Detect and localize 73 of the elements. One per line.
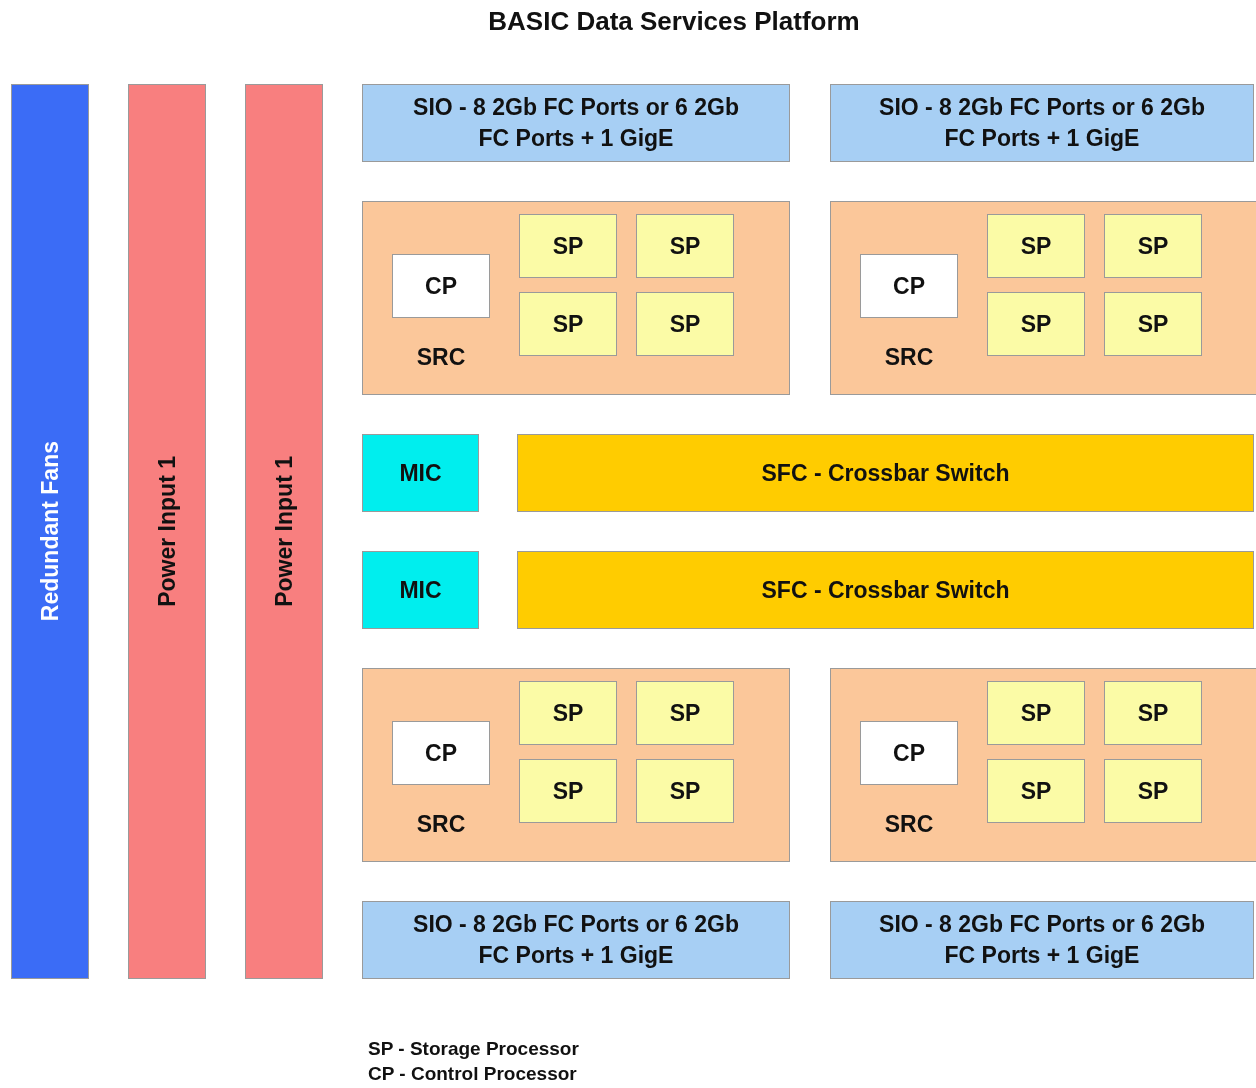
module-label: MIC <box>399 458 442 488</box>
module-label: MIC <box>399 575 442 605</box>
module-label: CP <box>893 271 925 301</box>
module-label: SP <box>669 309 701 339</box>
interface-card <box>362 434 479 512</box>
switch-fabric <box>517 434 1254 512</box>
storage-processor <box>519 292 617 356</box>
storage-processor <box>987 292 1085 356</box>
key-note: CP - Control Processor <box>368 1063 577 1085</box>
storage-processor <box>636 292 734 356</box>
module-label: SP <box>1020 309 1052 339</box>
processor-card <box>830 201 1256 395</box>
module-label: SIO - 8 2Gb FC Ports or 6 2Gb FC Ports + 1 GigE <box>412 93 740 153</box>
module-label: SRC <box>415 343 467 372</box>
interface-card <box>362 551 479 629</box>
key-note: SP - Storage Processor <box>368 1038 579 1060</box>
power-supply <box>128 84 206 979</box>
module-label: SP <box>669 231 701 261</box>
module-label: SP <box>552 776 584 806</box>
io-module <box>830 901 1254 979</box>
module-label: CP <box>425 738 457 768</box>
storage-processor <box>1104 292 1202 356</box>
module-label: SP <box>1137 231 1169 261</box>
storage-processor <box>987 759 1085 823</box>
module-label: SIO - 8 2Gb FC Ports or 6 2Gb FC Ports + 1 GigE <box>412 910 740 970</box>
module-label: SIO - 8 2Gb FC Ports or 6 2Gb FC Ports + 1 GigE <box>878 93 1206 153</box>
fan-module <box>11 84 89 979</box>
storage-processor <box>636 214 734 278</box>
module-label: SP <box>1137 776 1169 806</box>
module-label: Power Input 1 <box>152 456 181 607</box>
module-label: SRC <box>883 343 935 372</box>
module-label: SP <box>552 231 584 261</box>
power-supply <box>245 84 323 979</box>
module-label: Redundant Fans <box>35 441 64 622</box>
module-label: SP <box>669 698 701 728</box>
control-processor <box>860 254 958 318</box>
io-module <box>830 84 1254 162</box>
storage-processor <box>987 214 1085 278</box>
module-label: SP <box>669 776 701 806</box>
storage-processor <box>987 681 1085 745</box>
switch-fabric <box>517 551 1254 629</box>
module-label: SP <box>1137 309 1169 339</box>
module-label: SP <box>1020 776 1052 806</box>
control-processor <box>860 721 958 785</box>
control-processor <box>392 721 490 785</box>
module-label: SIO - 8 2Gb FC Ports or 6 2Gb FC Ports + 1 GigE <box>878 910 1206 970</box>
module-label: SRC <box>883 810 935 839</box>
processor-card <box>830 668 1256 862</box>
module-label: SFC - Crossbar Switch <box>761 575 1010 605</box>
module-label: SRC <box>415 810 467 839</box>
io-module <box>362 84 790 162</box>
storage-processor <box>519 759 617 823</box>
processor-card <box>362 668 790 862</box>
io-module <box>362 901 790 979</box>
module-label: SP <box>552 309 584 339</box>
diagram-title: BASIC Data Services Platform <box>487 6 861 37</box>
storage-processor <box>519 214 617 278</box>
storage-processor <box>1104 681 1202 745</box>
storage-processor <box>636 681 734 745</box>
module-label: SP <box>552 698 584 728</box>
storage-processor <box>1104 214 1202 278</box>
module-label: Power Input 1 <box>269 456 298 607</box>
storage-processor <box>1104 759 1202 823</box>
module-label: CP <box>893 738 925 768</box>
processor-card <box>362 201 790 395</box>
module-label: CP <box>425 271 457 301</box>
storage-processor <box>636 759 734 823</box>
module-label: SP <box>1020 698 1052 728</box>
module-label: SP <box>1020 231 1052 261</box>
module-label: SFC - Crossbar Switch <box>761 458 1010 488</box>
storage-processor <box>519 681 617 745</box>
module-label: SP <box>1137 698 1169 728</box>
control-processor <box>392 254 490 318</box>
